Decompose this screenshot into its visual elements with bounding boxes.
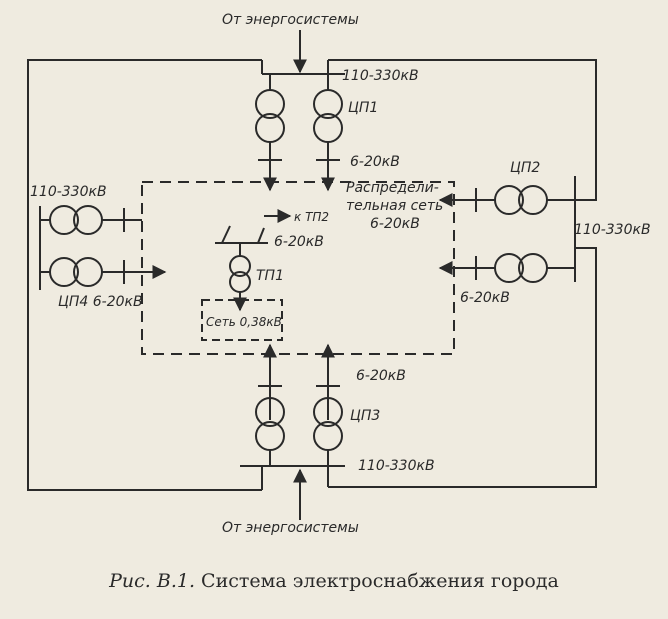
label-to-tp2: к ТП2 bbox=[294, 210, 329, 224]
figure-caption: Рис. В.1. Система электроснабжения город… bbox=[0, 570, 668, 592]
label-cp4-mv: ЦП4 6-20кВ bbox=[58, 294, 143, 310]
label-tp-mv: 6-20кВ bbox=[274, 234, 324, 250]
transformer-cp4-bottom bbox=[49, 257, 103, 287]
caption-text: Система электроснабжения города bbox=[201, 570, 559, 592]
power-supply-diagram: От энергосистемы 110-330кВ ЦП1 6-20кВ 11… bbox=[27, 12, 651, 536]
outer-line-top-right bbox=[328, 59, 597, 201]
label-from-grid-bottom: От энергосистемы bbox=[222, 520, 359, 536]
label-right-hv: 110-330кВ bbox=[574, 222, 651, 238]
lv-network-boundary bbox=[201, 299, 283, 341]
transformer-cp2-bottom bbox=[494, 253, 548, 283]
caption-prefix: Рис. В.1. bbox=[109, 570, 195, 592]
label-top-hv: 110-330кВ bbox=[342, 68, 419, 84]
outer-line-top-left bbox=[27, 59, 262, 491]
transformer-cp4-top bbox=[49, 205, 103, 235]
label-left-hv: 110-330кВ bbox=[30, 184, 107, 200]
label-bottom-hv: 110-330кВ bbox=[358, 458, 435, 474]
label-dist-net-2: тельная сеть bbox=[346, 198, 443, 214]
label-cp3: ЦП3 bbox=[350, 408, 380, 424]
label-right-mv: 6-20кВ bbox=[460, 290, 510, 306]
transformer-tp1 bbox=[229, 255, 251, 293]
label-cp2: ЦП2 bbox=[510, 160, 540, 176]
transformer-cp1-left bbox=[255, 89, 285, 143]
label-bottom-mv: 6-20кВ bbox=[356, 368, 406, 384]
label-lv-net: Сеть 0,38кВ bbox=[206, 315, 282, 329]
label-cp1: ЦП1 bbox=[348, 100, 378, 116]
transformer-cp2-top bbox=[494, 185, 548, 215]
label-dist-net-3: 6-20кВ bbox=[370, 216, 420, 232]
transformer-cp1-right bbox=[313, 89, 343, 143]
label-from-grid-top: От энергосистемы bbox=[222, 12, 359, 28]
label-dist-net-1: Распредели- bbox=[346, 180, 439, 196]
label-tp1: ТП1 bbox=[256, 268, 284, 284]
outer-line-bottom-right bbox=[328, 247, 597, 488]
label-top-mv: 6-20кВ bbox=[350, 154, 400, 170]
